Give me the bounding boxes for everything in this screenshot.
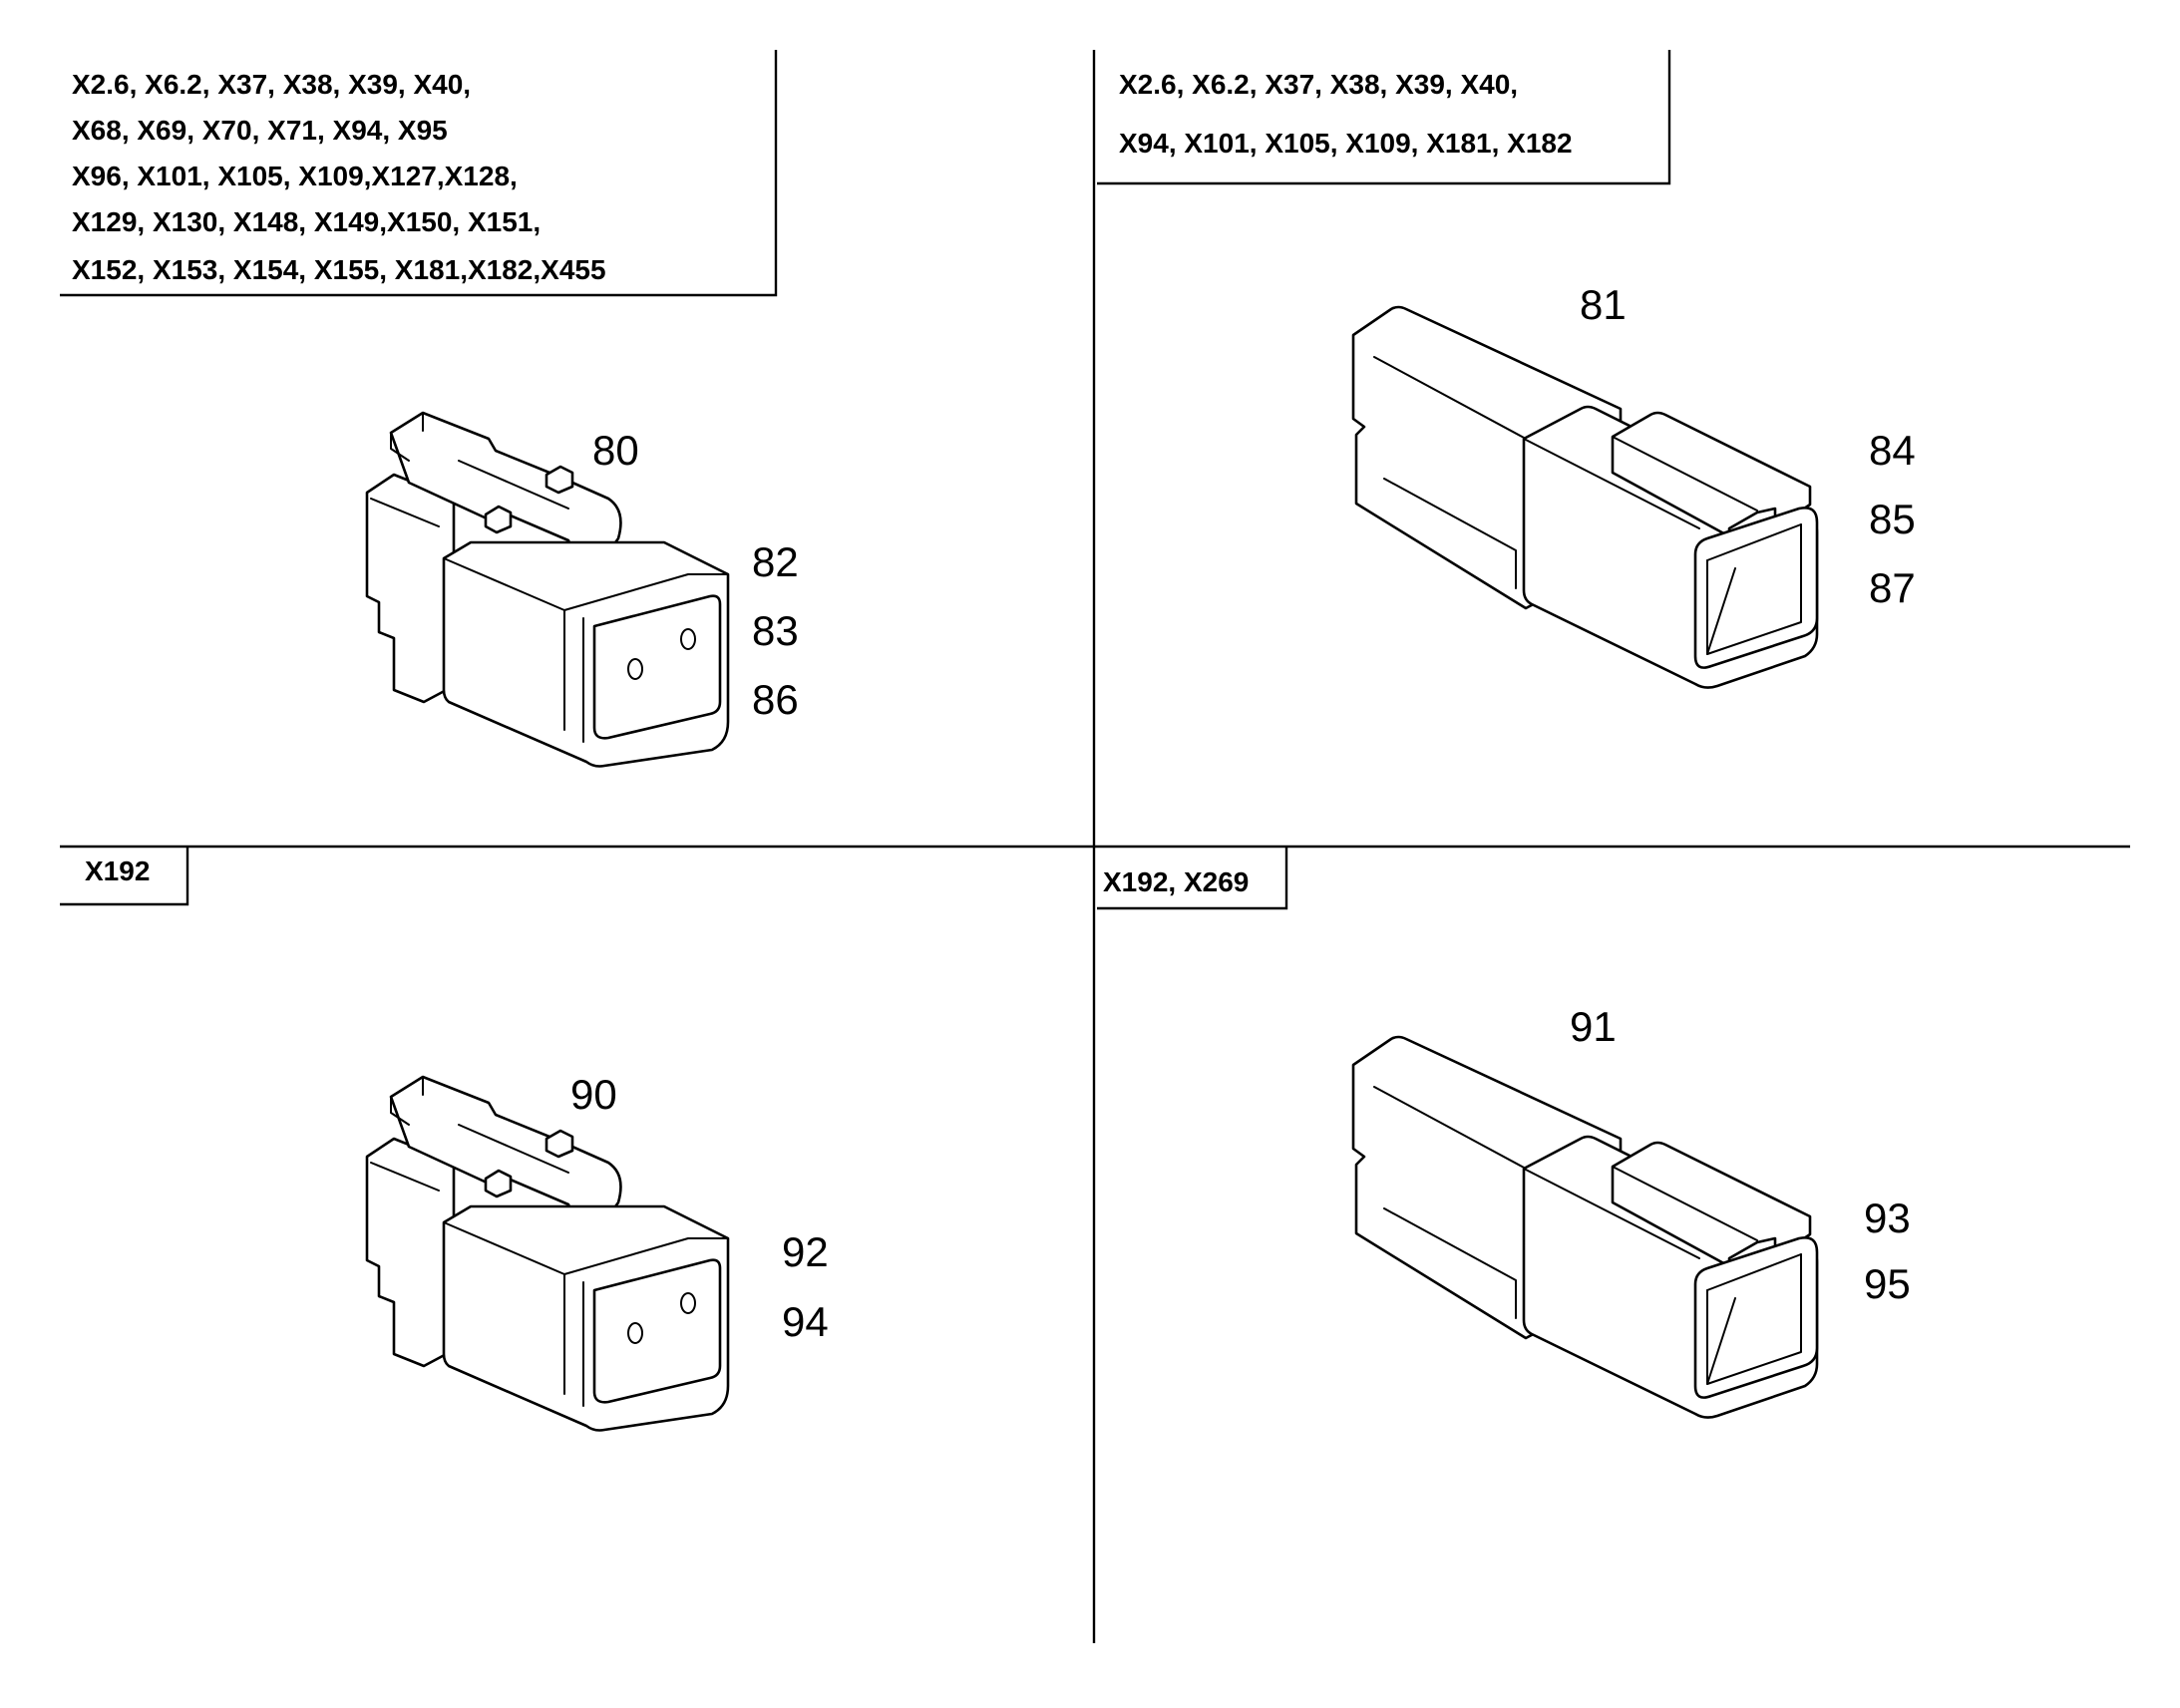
top-right-label-line: X2.6, X6.2, X37, X38, X39, X40, — [1119, 69, 1518, 100]
callout-number: 82 — [752, 538, 799, 585]
plug-connector-drawing-top-left — [365, 411, 730, 768]
callout-number: 84 — [1869, 427, 1916, 474]
callout-number: 94 — [782, 1298, 829, 1345]
top-left-label-line: X68, X69, X70, X71, X94, X95 — [72, 115, 448, 146]
callout-number: 87 — [1869, 564, 1916, 611]
top-left-label-line: X2.6, X6.2, X37, X38, X39, X40, — [72, 69, 471, 100]
bottom-right-label-line: X192, X269 — [1103, 866, 1249, 897]
callout-number: 92 — [782, 1228, 829, 1275]
bottom-left-label-box: X192 — [60, 847, 189, 906]
top-left-label-line: X129, X130, X148, X149,X150, X151, — [72, 206, 541, 237]
callout-number: 95 — [1864, 1260, 1911, 1307]
socket-connector-drawing-bottom-right — [1351, 1035, 1819, 1419]
callout-number: 90 — [570, 1071, 617, 1118]
top-right-label-line: X94, X101, X105, X109, X181, X182 — [1119, 128, 1573, 159]
bottom-left-label-line: X192 — [85, 855, 150, 886]
callout-number: 91 — [1570, 1003, 1617, 1050]
top-left-label-box: X2.6, X6.2, X37, X38, X39, X40, X68, X69… — [60, 50, 778, 297]
callout-number: 81 — [1580, 281, 1627, 328]
plug-connector-drawing-bottom-left — [365, 1075, 730, 1432]
top-right-label-box: X2.6, X6.2, X37, X38, X39, X40, X94, X10… — [1097, 50, 1671, 185]
callout-number: 83 — [752, 607, 799, 654]
top-left-label-line: X152, X153, X154, X155, X181,X182,X455 — [72, 254, 606, 285]
bottom-right-label-box: X192, X269 — [1097, 847, 1288, 910]
socket-connector-drawing-top-right — [1351, 305, 1819, 689]
callout-number: 80 — [592, 427, 639, 474]
callout-number: 86 — [752, 676, 799, 723]
callout-number: 85 — [1869, 496, 1916, 542]
top-left-label-line: X96, X101, X105, X109,X127,X128, — [72, 161, 518, 191]
callout-number: 93 — [1864, 1195, 1911, 1241]
